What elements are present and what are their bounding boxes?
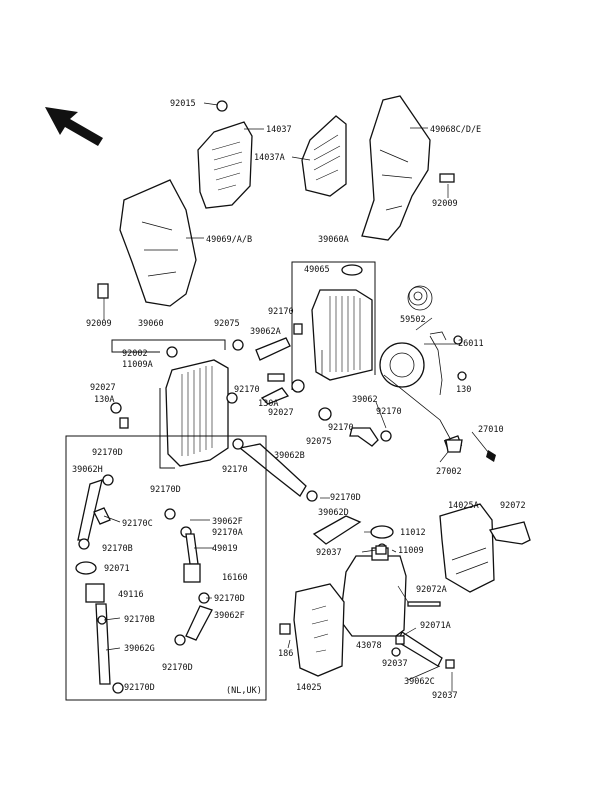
nl-uk-subassembly-box: [65, 435, 267, 701]
label-130a-a: 130A: [94, 395, 114, 405]
radiator-right: [311, 264, 373, 381]
watermark-stamp: [408, 286, 428, 306]
label-92170b-a: 92170B: [102, 544, 133, 554]
label-11009a: 11009A: [122, 360, 153, 370]
label-92170d-b: 92170D: [150, 485, 181, 495]
label-39060: 39060: [138, 319, 164, 329]
label-92170d-a: 92170D: [92, 448, 123, 458]
label-11012: 11012: [400, 528, 426, 538]
label-92170b-b: 92170B: [124, 615, 155, 625]
label-39062h: 39062H: [72, 465, 103, 475]
label-49068c-d-e: 49068C/D/E: [430, 125, 481, 135]
label-92037-b: 92037: [382, 659, 408, 669]
label-16160: 16160: [222, 573, 248, 583]
label-92037-c: 92037: [432, 691, 458, 701]
label-92072: 92072: [500, 501, 526, 511]
label-92170d-f: 92170D: [124, 683, 155, 693]
label-92170d-e: 92170D: [162, 663, 193, 673]
water-pump-cover: [379, 285, 496, 462]
label-14025a: 14025A: [448, 501, 479, 511]
label-92027-b: 92027: [268, 408, 294, 418]
label-186: 186: [278, 649, 293, 659]
label-130: 130: [456, 385, 471, 395]
label-39062d: 39062D: [318, 508, 349, 518]
label-14037: 14037: [266, 125, 292, 135]
label-92071a: 92071A: [420, 621, 451, 631]
thermostat-and-fittings: [429, 331, 467, 453]
label-39062f-b: 39062F: [214, 611, 245, 621]
label-92009-right: 92009: [432, 199, 458, 209]
label-14025: 14025: [296, 683, 322, 693]
label-92170d-c: 92170D: [330, 493, 361, 503]
label-92072a: 92072A: [416, 585, 447, 595]
direction-arrow-icon: [45, 107, 103, 146]
label-11009: 11009: [398, 546, 424, 556]
bolts: [375, 545, 455, 669]
reservoir-cover-14025: [279, 583, 345, 677]
label-39062: 39062: [352, 395, 378, 405]
coolant-reservoir: [339, 525, 443, 667]
label-39062g: 39062G: [124, 644, 155, 654]
radiator-hoses: [110, 323, 392, 545]
radiator-left: [165, 359, 229, 467]
label-92075-a: 92075: [214, 319, 240, 329]
label-49065: 49065: [304, 265, 330, 275]
label-49069-a-b: 49069/A/B: [206, 235, 252, 245]
label-92037-a: 92037: [316, 548, 342, 558]
label-92015: 92015: [170, 99, 196, 109]
label-92002: 92002: [122, 349, 148, 359]
label-92170-d: 92170: [328, 423, 354, 433]
label-26011: 26011: [458, 339, 484, 349]
shroud-bracket-14037A: [301, 115, 347, 197]
label-39062b: 39062B: [274, 451, 305, 461]
label-92170-b: 92170: [234, 385, 260, 395]
label-92170d-d: 92170D: [214, 594, 245, 604]
label-92009-left: 92009: [86, 319, 112, 329]
label-92071: 92071: [104, 564, 130, 574]
label-27002: 27002: [436, 467, 462, 477]
label-39062c: 39062C: [404, 677, 435, 687]
label-39062a: 39062A: [250, 327, 281, 337]
reservoir-cover-14025A: [439, 503, 531, 593]
nl-uk-subassembly: [75, 474, 213, 694]
label-92170c: 92170C: [122, 519, 153, 529]
label-49019: 49019: [212, 544, 238, 554]
label-92075-b: 92075: [306, 437, 332, 447]
label-92170-c: 92170: [376, 407, 402, 417]
label-59502: 59502: [400, 315, 426, 325]
label-49116: 49116: [118, 590, 144, 600]
label-39060a: 39060A: [318, 235, 349, 245]
radiator-shroud-left: [97, 179, 197, 307]
part-labels: 92015 14037 14037A 49068C/D/E 92009 4906…: [72, 99, 526, 701]
label-43078: 43078: [356, 641, 382, 651]
label-nl-uk: (NL,UK): [226, 686, 262, 696]
leader-lines: [103, 102, 489, 692]
label-14037a: 14037A: [254, 153, 285, 163]
label-92027-a: 92027: [90, 383, 116, 393]
label-92170a: 92170A: [212, 528, 243, 538]
shroud-bracket-14037: [197, 100, 253, 209]
radiator-shroud-right: [361, 95, 455, 241]
label-27010: 27010: [478, 425, 504, 435]
label-92170-a: 92170: [268, 307, 294, 317]
label-39062f-a: 39062F: [212, 517, 243, 527]
label-92170-e: 92170: [222, 465, 248, 475]
label-130a-b: 130A: [258, 399, 278, 409]
